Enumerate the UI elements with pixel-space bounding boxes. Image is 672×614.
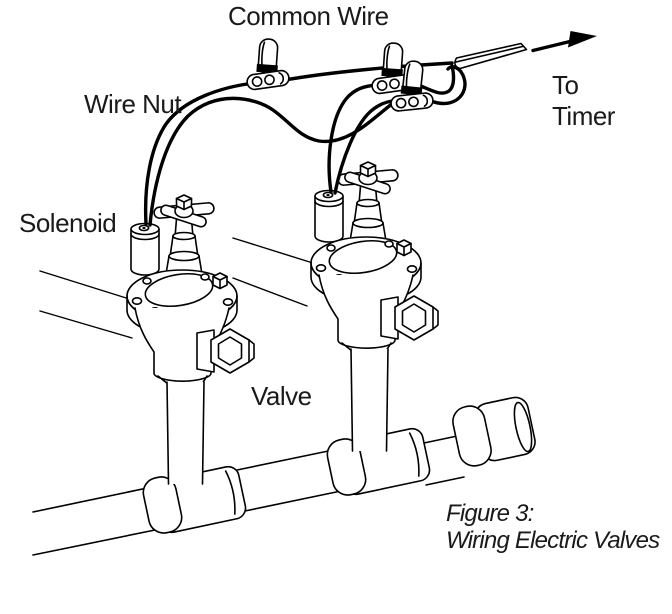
wire-right-solenoid-to-common-nut bbox=[333, 99, 394, 195]
valve-right bbox=[310, 161, 439, 452]
wire-left-solenoid-to-left-nut bbox=[143, 81, 256, 226]
wire-middle-nut-to-junction bbox=[411, 64, 456, 95]
label-to-timer-line1: To bbox=[552, 70, 579, 100]
main-pipe bbox=[32, 434, 465, 556]
solenoid-wires bbox=[143, 61, 467, 227]
wire-common-nut-to-junction bbox=[429, 65, 467, 106]
to-timer-arrow bbox=[531, 31, 597, 53]
label-valve: Valve bbox=[251, 381, 312, 411]
wire-right-solenoid-to-middle-nut bbox=[327, 83, 378, 194]
common-wire-run bbox=[283, 61, 454, 82]
label-common-wire: Common Wire bbox=[228, 1, 389, 31]
pipe-end-coupling bbox=[452, 396, 536, 467]
figure-caption-line1: Figure 3: bbox=[446, 500, 534, 527]
label-solenoid: Solenoid bbox=[19, 208, 117, 238]
cable-sheath bbox=[454, 42, 528, 70]
wire-left-solenoid-to-common-nut bbox=[148, 96, 395, 227]
label-to-timer-line2: Timer bbox=[552, 101, 615, 131]
wire-nut-left bbox=[240, 34, 291, 92]
background-edge-lines bbox=[39, 237, 317, 339]
figure-caption: Figure 3: Wiring Electric Valves bbox=[446, 500, 660, 554]
figure-caption-line2: Wiring Electric Valves bbox=[446, 527, 660, 554]
label-wire-nut: Wire Nut bbox=[84, 89, 182, 119]
label-to-timer: To Timer bbox=[552, 70, 615, 132]
